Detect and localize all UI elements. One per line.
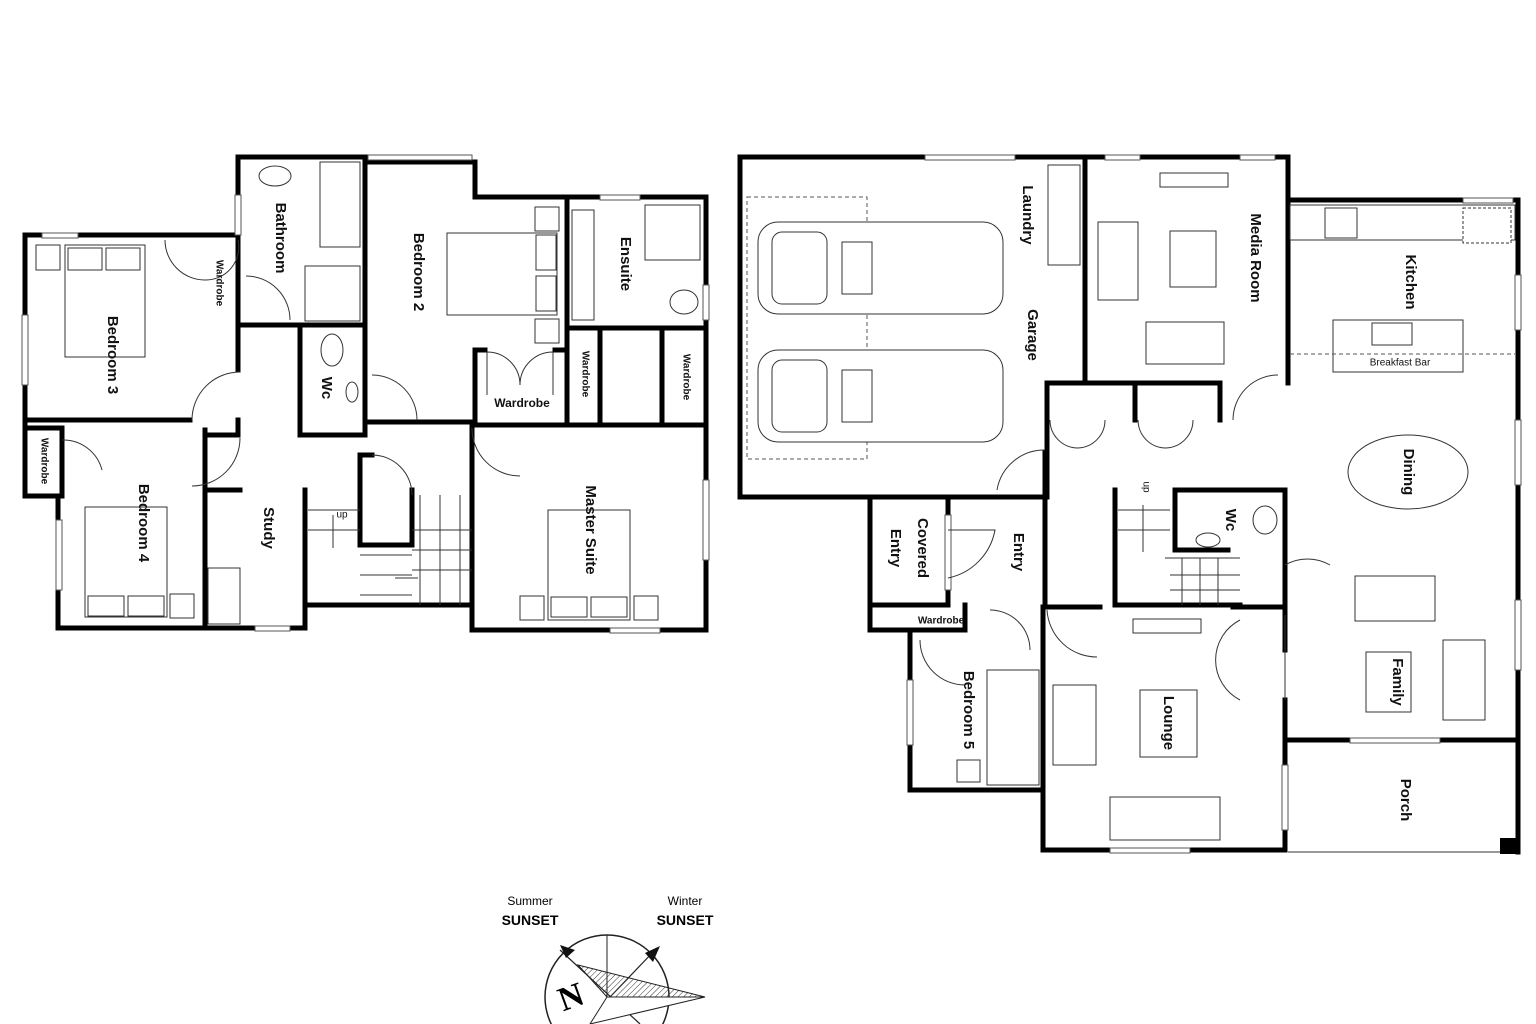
master-wardrobe-1-label: Wardrobe bbox=[579, 351, 590, 398]
ground-wc-label: Wc bbox=[1222, 509, 1239, 532]
summer-label: Summer bbox=[507, 894, 552, 908]
bathroom-label: Bathroom bbox=[272, 203, 289, 274]
compass-rose: N Summer SUNSET Winter SUNSET bbox=[502, 894, 714, 1024]
bedroom-3-label: Bedroom 3 bbox=[104, 316, 121, 394]
dining-label: Dining bbox=[1400, 449, 1417, 496]
upper-stairs: up bbox=[308, 495, 472, 605]
ground-stairs-up-label: up bbox=[1140, 481, 1151, 493]
winter-label: Winter bbox=[668, 894, 703, 908]
bed2-wardrobe-label: Wardrobe bbox=[494, 396, 550, 410]
covered-entry-label-2: Entry bbox=[887, 529, 904, 568]
winter-sunset-label: SUNSET bbox=[657, 912, 714, 928]
garage-cars bbox=[746, 196, 1004, 460]
family-label: Family bbox=[1389, 658, 1406, 706]
upper-stairs-up-label: up bbox=[336, 510, 348, 521]
winter-sunset-arrow-icon bbox=[645, 946, 660, 962]
bed5-wardrobe-label: Wardrobe bbox=[918, 616, 965, 627]
media-room-label: Media Room bbox=[1247, 213, 1264, 302]
porch-post bbox=[1500, 838, 1518, 854]
ground-floor-walls bbox=[737, 154, 1521, 855]
master-suite-label: Master Suite bbox=[582, 485, 599, 574]
lounge-label: Lounge bbox=[1160, 696, 1177, 750]
bedroom-5-label: Bedroom 5 bbox=[960, 671, 977, 749]
bed4-wardrobe-label: Wardrobe bbox=[38, 438, 49, 485]
breakfast-bar-label: Breakfast Bar bbox=[1370, 358, 1431, 369]
ensuite-label: Ensuite bbox=[617, 237, 634, 291]
covered-entry-label-1: Covered bbox=[914, 518, 931, 578]
porch-label: Porch bbox=[1397, 779, 1414, 822]
summer-sunset-label: SUNSET bbox=[502, 912, 559, 928]
upper-wc-label: Wc bbox=[318, 377, 335, 400]
bedroom-2-label: Bedroom 2 bbox=[410, 233, 427, 311]
ground-floor-furniture bbox=[956, 164, 1516, 841]
bed3-wardrobe-label: Wardrobe bbox=[213, 260, 224, 307]
study-label: Study bbox=[260, 507, 277, 549]
upper-floor-furniture bbox=[35, 161, 701, 625]
ground-stairs: up bbox=[1118, 481, 1240, 605]
kitchen-label: Kitchen bbox=[1402, 254, 1419, 309]
master-wardrobe-2-label: Wardrobe bbox=[680, 354, 691, 401]
summer-sunset-arrow-icon bbox=[560, 945, 575, 958]
upper-floor-plan: up Bedroom 3 Bathroom Bedroom 2 Ensuite … bbox=[21, 154, 710, 634]
laundry-label: Laundry bbox=[1019, 185, 1036, 245]
ground-floor-plan: up Laundry Garage Media Room Kitchen Bre… bbox=[737, 154, 1522, 855]
bedroom-4-label: Bedroom 4 bbox=[135, 484, 152, 563]
entry-label: Entry bbox=[1010, 533, 1027, 572]
garage-label: Garage bbox=[1024, 309, 1041, 361]
